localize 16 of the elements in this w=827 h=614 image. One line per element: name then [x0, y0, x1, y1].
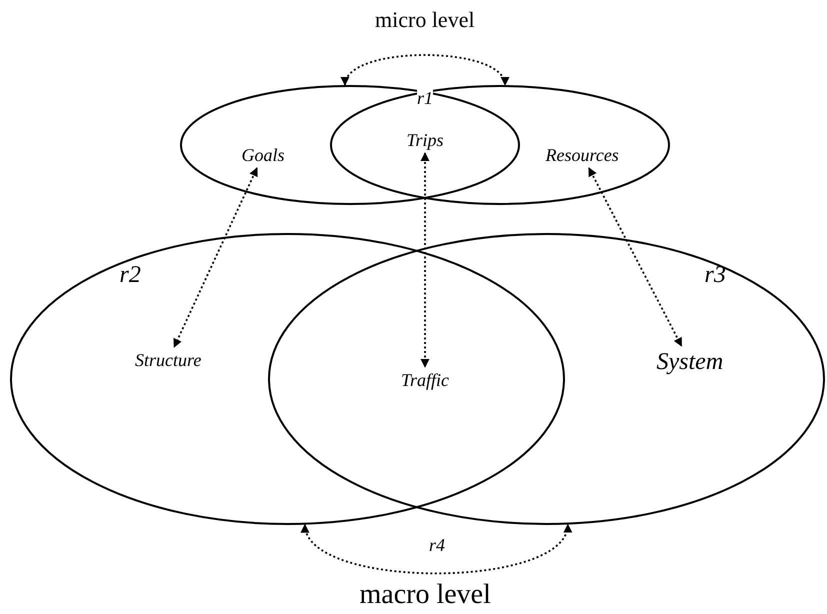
dotted-double-arrow	[420, 152, 430, 368]
dotted-double-arrow	[303, 524, 570, 574]
dotted-double-arrow	[173, 167, 258, 348]
term-label: Goals	[242, 146, 285, 164]
term-label: Structure	[135, 351, 202, 369]
term-label: Traffic	[401, 371, 450, 389]
term-label: System	[656, 350, 724, 374]
edge-label: r1	[417, 89, 434, 107]
level-label: macro level	[360, 581, 491, 609]
term-label: Resources	[546, 146, 619, 164]
dotted-double-arrow	[343, 54, 507, 86]
level-label: micro level	[375, 9, 475, 31]
relation-label: r2	[120, 263, 141, 287]
edge-label: r4	[429, 536, 446, 554]
term-label: Trips	[406, 131, 444, 149]
dotted-double-arrow	[588, 167, 682, 347]
